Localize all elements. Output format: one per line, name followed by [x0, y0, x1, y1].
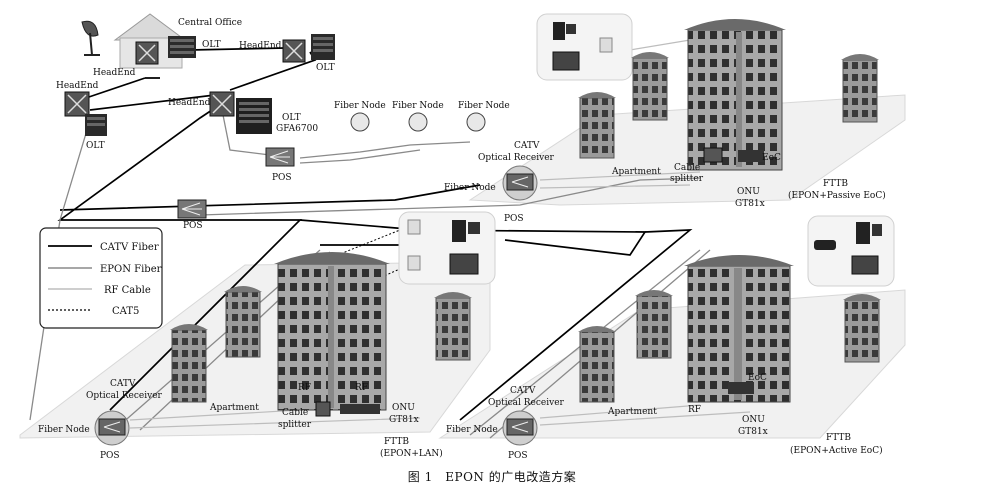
headend-label-a: HeadEnd [93, 68, 136, 78]
pos-splitter-icon [265, 147, 295, 167]
pos-label-active: POS [508, 451, 528, 461]
fttb-type-label-active: (EPON+Active EoC) [790, 445, 883, 456]
fiber-node-1: Fiber Node [334, 101, 386, 132]
headend-router-icon [209, 91, 235, 117]
fttb-label-active: FTTB [826, 433, 851, 443]
olt-rack-icon [85, 114, 107, 136]
pos-label-passive: POS [504, 214, 524, 224]
olt-gfa-label-1: OLT [282, 113, 301, 123]
apartment-label-active: Apartment [607, 407, 657, 417]
onu-model-label-passive: GT81x [735, 199, 765, 209]
splitter-label-passive: splitter [670, 174, 704, 184]
central-office-label: Central Office [178, 18, 242, 28]
receiver-label-1-active: CATV [510, 386, 536, 396]
splitter-label-lan: splitter [278, 420, 312, 430]
fttb-label-lan: FTTB [384, 437, 409, 447]
legend-catv-fiber: CATV Fiber [100, 242, 159, 253]
headend-label-c: HeadEnd [168, 98, 211, 108]
onu-label-lan: ONU [392, 403, 415, 413]
onu-label-active: ONU [742, 415, 765, 425]
svg-text:Fiber Node: Fiber Node [334, 101, 386, 111]
eoc-label-active: EoC [748, 373, 767, 383]
fttb-building-lan [274, 252, 390, 417]
pos-label-lan: POS [100, 451, 120, 461]
fiber-node-3: Fiber Node [458, 101, 510, 132]
apartment-building [843, 294, 881, 363]
rf-label-active: RF [688, 405, 701, 415]
receiver-label-2-active: Optical Receiver [488, 398, 565, 408]
receiver-label-2-passive: Optical Receiver [478, 153, 555, 163]
headend-label-left: HeadEnd [56, 81, 99, 91]
fttb-building-passive [684, 19, 786, 171]
apartment-building [170, 324, 208, 403]
svg-text:Fiber Node: Fiber Node [458, 101, 510, 111]
legend: CATV Fiber EPON Fiber RF Cable CAT5 [39, 227, 163, 329]
apartment-building [841, 54, 879, 123]
user-bubble-lan [398, 211, 496, 285]
apartment-label-lan: Apartment [209, 403, 259, 413]
olt-label-left: OLT [86, 141, 105, 151]
pos-splitter-icon [502, 410, 538, 446]
pos-splitter-icon [502, 165, 538, 201]
fiber-node-label-active: Fiber Node [446, 425, 498, 435]
olt-gfa6700-rack-icon [236, 98, 272, 134]
olt-rack-icon [168, 36, 196, 58]
user-bubble-passive [536, 13, 633, 81]
legend-rf-cable: RF Cable [104, 285, 151, 296]
figure-caption: 图 1 EPON 的广电改造方案 [407, 470, 577, 484]
olt-label-b: OLT [316, 63, 335, 73]
satellite-dish-icon [81, 20, 100, 56]
headend-label-b: HeadEnd [239, 41, 282, 51]
apartment-building [631, 52, 669, 121]
user-bubble-active [807, 215, 895, 287]
olt-gfa-label-2: GFA6700 [276, 124, 318, 134]
rf-label-lan-left: RF [298, 383, 311, 393]
receiver-label-1-lan: CATV [110, 379, 136, 389]
fttb-label-passive: FTTB [823, 179, 848, 189]
apartment-label-passive: Apartment [611, 167, 661, 177]
onu-model-label-lan: GT81x [389, 415, 419, 425]
eoc-label-passive: EoC [762, 153, 781, 163]
headend-router-icon [282, 39, 306, 63]
fttb-type-label-lan: (EPON+LAN) [380, 448, 443, 459]
receiver-label-1-passive: CATV [514, 141, 540, 151]
headend-router-icon [64, 91, 90, 117]
pos-label-top: POS [272, 173, 292, 183]
olt-rack-icon [311, 34, 335, 60]
onu-label-passive: ONU [737, 187, 760, 197]
apartment-building [434, 292, 472, 361]
receiver-label-2-lan: Optical Receiver [86, 391, 163, 401]
fttb-building-active [684, 255, 794, 403]
apartment-building [578, 92, 616, 159]
onu-model-label-active: GT81x [738, 427, 768, 437]
fiber-node-label-passive: Fiber Node [444, 183, 496, 193]
rf-label-lan-right: RF [355, 383, 368, 393]
pos-splitter-icon [94, 410, 130, 446]
svg-text:Fiber Node: Fiber Node [392, 101, 444, 111]
legend-cat5: CAT5 [112, 306, 139, 317]
apartment-building [635, 290, 673, 359]
pos-splitter-icon [177, 199, 207, 219]
legend-epon-fiber: EPON Fiber [100, 264, 162, 275]
cable-label-lan: Cable [282, 408, 308, 418]
fiber-node-label-lan: Fiber Node [38, 425, 90, 435]
fttb-type-label-passive: (EPON+Passive EoC) [788, 190, 886, 201]
fiber-node-2: Fiber Node [392, 101, 444, 132]
network-diagram: Central Office OLT HeadEnd HeadEnd OLT H… [19, 13, 906, 461]
apartment-building [578, 326, 616, 403]
olt-label-a: OLT [202, 40, 221, 50]
apartment-building [224, 286, 262, 358]
headend-router-icon [135, 41, 159, 65]
pos-label-mid: POS [183, 221, 203, 231]
cable-label-passive: Cable [674, 163, 700, 173]
